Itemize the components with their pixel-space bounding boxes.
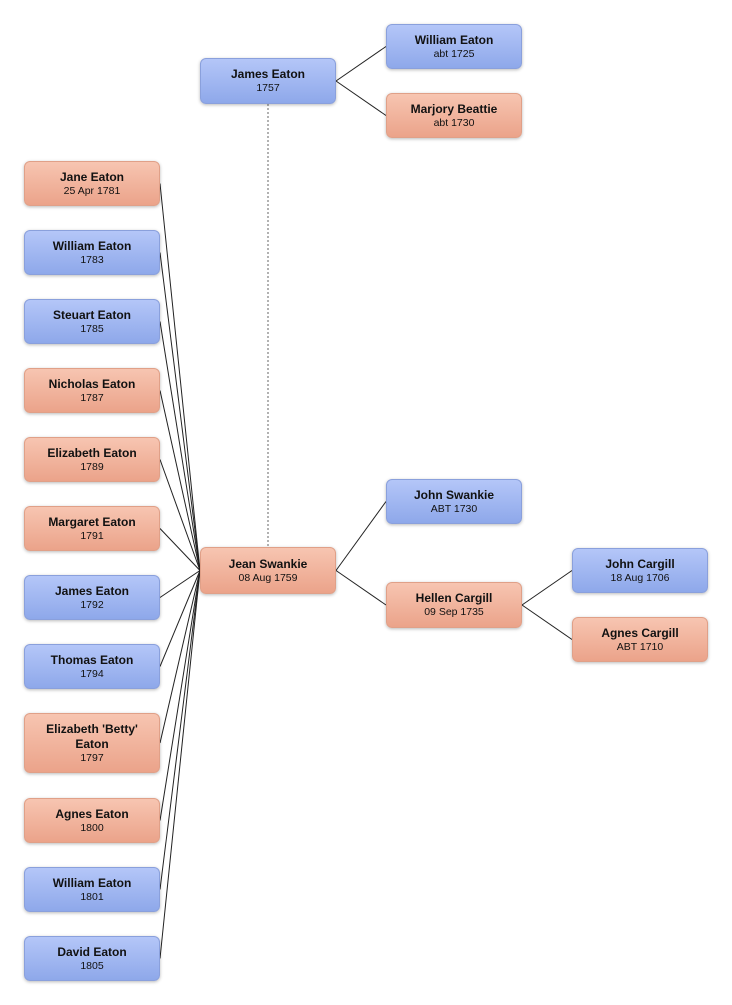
person-name: William Eaton	[414, 32, 494, 47]
parent-line-james-eaton-1757-to-marjory-beattie	[335, 80, 387, 116]
person-date: 1797	[80, 751, 104, 764]
person-date: ABT 1730	[430, 502, 478, 515]
person-date: ABT 1710	[616, 640, 664, 653]
person-date: 1787	[80, 391, 104, 404]
person-name: David Eaton	[57, 944, 127, 959]
person-name: Agnes Eaton	[55, 806, 129, 821]
person-date: 08 Aug 1759	[238, 571, 298, 584]
person-name: Nicholas Eaton	[48, 376, 136, 391]
child-line-elizabeth-eaton	[159, 459, 201, 571]
child-line-thomas-eaton	[159, 570, 201, 667]
person-name: Hellen Cargill	[415, 591, 493, 605]
person-date: 1792	[80, 598, 104, 611]
person-name: Elizabeth 'Betty' Eaton	[46, 721, 138, 751]
child-line-james-eaton-1792	[159, 570, 201, 598]
person-name: William Eaton	[52, 875, 132, 890]
person-name: Jane Eaton	[59, 169, 125, 184]
person-date: 25 Apr 1781	[63, 184, 121, 197]
child-line-steuart-eaton	[159, 321, 201, 571]
child-line-william-eaton-1783	[159, 252, 201, 571]
person-date: 1757	[256, 82, 280, 94]
child-line-david-eaton	[159, 570, 201, 959]
child-line-agnes-eaton	[159, 570, 201, 821]
person-name: James Eaton	[230, 67, 306, 81]
person-date: 18 Aug 1706	[610, 571, 670, 584]
person-date: 1800	[80, 821, 104, 834]
parent-line-jean-swankie-to-john-swankie	[335, 501, 387, 571]
person-date: 1783	[80, 253, 104, 266]
person-name: Steuart Eaton	[52, 307, 131, 322]
person-name: Agnes Cargill	[601, 625, 679, 640]
parent-line-hellen-cargill-to-agnes-cargill	[521, 604, 573, 640]
person-date: abt 1725	[433, 47, 475, 60]
person-name: Thomas Eaton	[50, 652, 134, 667]
person-date: 1791	[80, 529, 104, 542]
child-line-margaret-eaton	[159, 528, 201, 571]
person-date: abt 1730	[433, 116, 475, 129]
child-line-nicholas-eaton	[159, 390, 201, 571]
person-name: Jean Swankie	[228, 556, 308, 571]
person-date: 1805	[80, 959, 104, 972]
person-name: William Eaton	[52, 238, 132, 253]
child-line-jane-eaton	[159, 183, 201, 571]
person-date: 1789	[80, 460, 104, 473]
person-name: Margaret Eaton	[48, 514, 136, 529]
child-line-william-eaton-1801	[159, 570, 201, 890]
person-date: 1794	[80, 667, 104, 680]
parent-line-hellen-cargill-to-john-cargill	[521, 570, 573, 606]
person-date: 09 Sep 1735	[424, 606, 484, 618]
person-date: 1801	[80, 890, 104, 903]
person-name: Marjory Beattie	[410, 101, 498, 116]
person-name: James Eaton	[54, 583, 130, 598]
parent-line-jean-swankie-to-hellen-cargill	[335, 570, 387, 606]
parent-line-james-eaton-1757-to-william-eaton-1725	[335, 46, 387, 82]
person-name: John Swankie	[413, 487, 495, 502]
person-name: John Cargill	[605, 556, 675, 571]
person-date: 1785	[80, 322, 104, 335]
child-line-elizabeth-betty-eaton	[159, 570, 201, 744]
person-name: Elizabeth Eaton	[47, 445, 137, 460]
